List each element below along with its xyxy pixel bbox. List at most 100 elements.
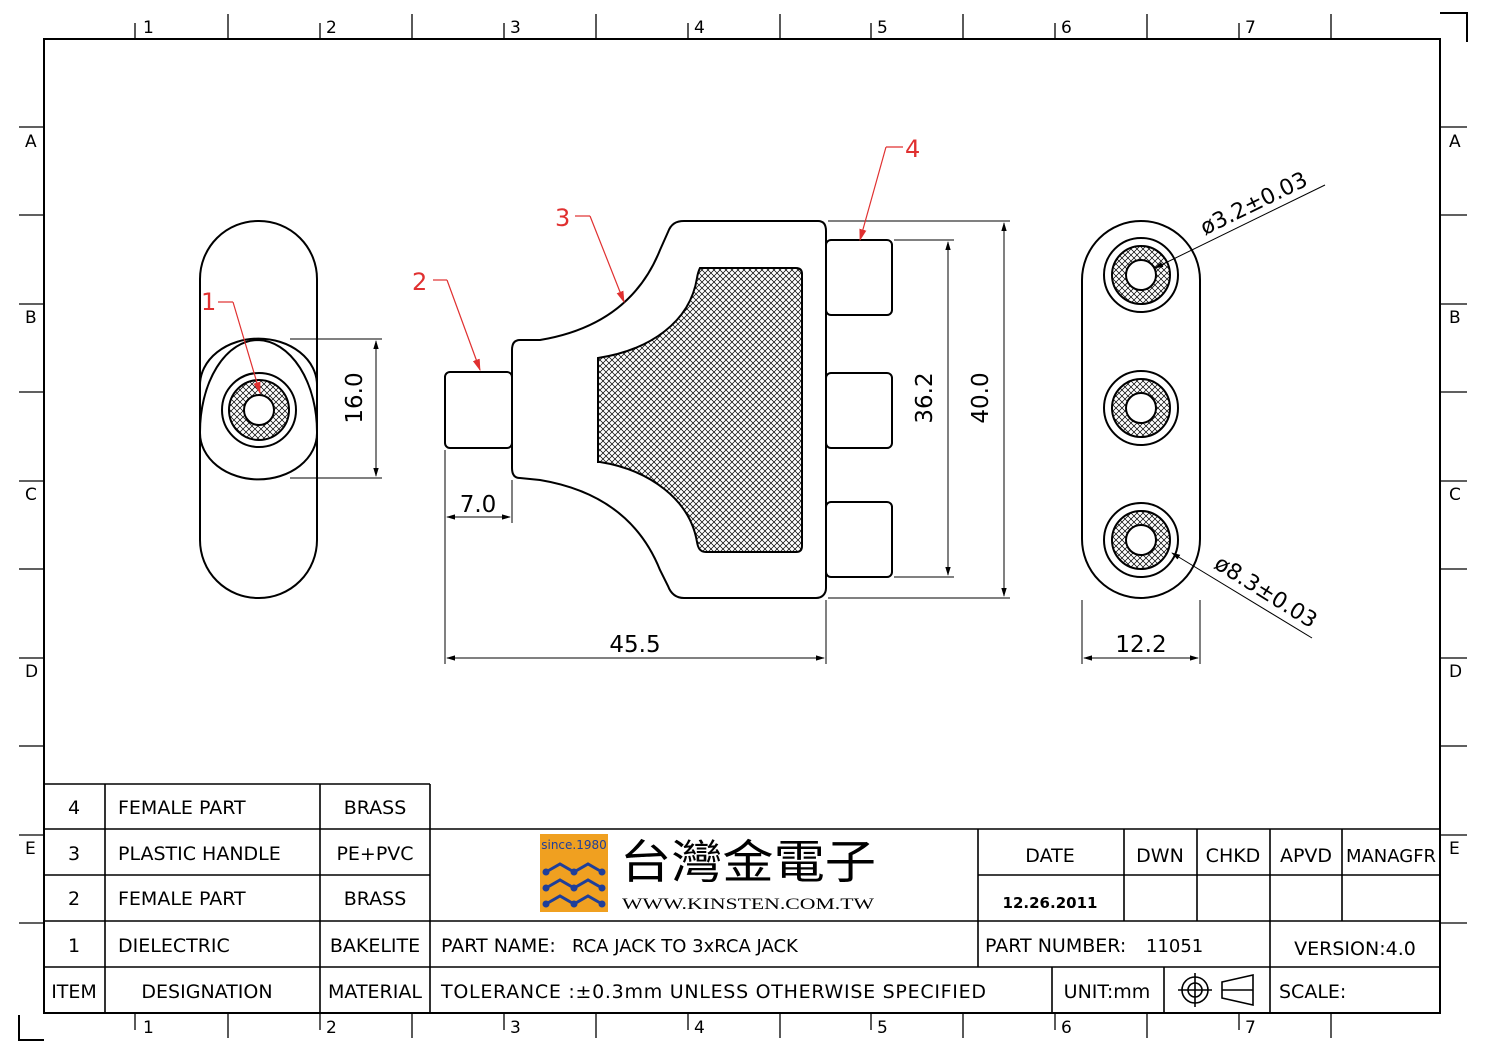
col-label-bottom-2: 2 bbox=[326, 1018, 337, 1038]
inner-border bbox=[43, 38, 1441, 1014]
bom-row-2: 2 FEMALE PART BRASS bbox=[68, 888, 406, 910]
leader-1 bbox=[218, 301, 261, 395]
col-label-bottom-5: 5 bbox=[877, 1018, 888, 1038]
col-label-bottom-4: 4 bbox=[694, 1018, 705, 1038]
scale-label: SCALE: bbox=[1279, 981, 1346, 1003]
part-number-value: 11051 bbox=[1146, 936, 1203, 957]
grip-area bbox=[597, 267, 803, 553]
corner-mark-bottom-left bbox=[18, 1015, 44, 1041]
logo-since: since.1980 bbox=[541, 838, 607, 852]
bom-row-3: 3 PLASTIC HANDLE PE+PVC bbox=[68, 843, 414, 865]
left-view-boss bbox=[198, 338, 319, 434]
balloon-1: 1 bbox=[201, 288, 216, 316]
bom-header-item: ITEM bbox=[51, 981, 97, 1003]
col-label-top-6: 6 bbox=[1061, 18, 1072, 38]
col-label-top-2: 2 bbox=[326, 18, 337, 38]
left-jack-hole bbox=[243, 394, 275, 426]
row-label-right-c: C bbox=[1449, 485, 1461, 505]
col-label-bottom-1: 1 bbox=[143, 1018, 154, 1038]
col-label-top-7: 7 bbox=[1245, 18, 1256, 38]
col-label-top-4: 4 bbox=[694, 18, 705, 38]
col-label-bottom-6: 6 bbox=[1061, 1018, 1072, 1038]
col-label-bottom-3: 3 bbox=[510, 1018, 521, 1038]
frame bbox=[18, 12, 1468, 1041]
middle-view-dims bbox=[444, 220, 1010, 664]
bom-material: BRASS bbox=[344, 888, 407, 910]
tolerance-note: TOLERANCE :±0.3mm UNLESS OTHERWISE SPECI… bbox=[440, 981, 986, 1003]
bom-item: 3 bbox=[68, 843, 80, 865]
balloon-2: 2 bbox=[412, 268, 427, 296]
title-block-lines bbox=[430, 828, 1440, 1013]
balloon-4: 4 bbox=[905, 135, 920, 163]
company-logo: since.1980 台灣金電子 WWW.KINSTEN.COM.TW bbox=[540, 834, 876, 913]
row-label-left-c: C bbox=[25, 485, 37, 505]
bom-designation: DIELECTRIC bbox=[118, 935, 230, 957]
left-view-dims bbox=[290, 338, 382, 479]
row-label-right-b: B bbox=[1449, 308, 1461, 328]
dim-right-width: 12.2 bbox=[1115, 632, 1166, 658]
row-label-left-b: B bbox=[25, 308, 37, 328]
row-label-right-e: E bbox=[1449, 839, 1460, 859]
bom-designation: FEMALE PART bbox=[118, 888, 246, 910]
row-label-left-e: E bbox=[25, 839, 36, 859]
bom-material: BAKELITE bbox=[330, 935, 420, 957]
company-website: WWW.KINSTEN.COM.TW bbox=[622, 896, 875, 913]
company-name: 台灣金電子 bbox=[620, 835, 876, 889]
zone-labels: 1 2 3 4 5 6 7 1 2 3 4 5 6 7 A B C D E A … bbox=[25, 18, 1462, 1038]
bom-row-1: 1 DIELECTRIC BAKELITE bbox=[68, 935, 420, 957]
col-label-bottom-7: 7 bbox=[1245, 1018, 1256, 1038]
dim-left-height: 16.0 bbox=[342, 372, 368, 423]
left-jack-outer bbox=[221, 372, 297, 448]
dwn-label: DWN bbox=[1136, 845, 1184, 867]
part-name-value: RCA JACK TO 3xRCA JACK bbox=[572, 936, 799, 957]
bom-table-lines bbox=[44, 783, 1440, 1013]
row-label-right-d: D bbox=[1449, 662, 1462, 682]
handle-outline bbox=[511, 220, 827, 599]
title-block: DATE DWN CHKD APVD MANAGFR 12.26.2011 PA… bbox=[440, 845, 1436, 1003]
bom-material: BRASS bbox=[344, 797, 407, 819]
bom-designation: FEMALE PART bbox=[118, 797, 246, 819]
col-label-top-5: 5 bbox=[877, 18, 888, 38]
left-view-body bbox=[199, 220, 318, 599]
bom-material: PE+PVC bbox=[336, 843, 413, 865]
bom-item: 2 bbox=[68, 888, 80, 910]
managfr-label: MANAGFR bbox=[1346, 846, 1436, 867]
col-label-top-1: 1 bbox=[143, 18, 154, 38]
output-jack-mid bbox=[825, 372, 893, 449]
zone-ticks bbox=[19, 14, 1467, 1038]
col-label-top-3: 3 bbox=[510, 18, 521, 38]
bom-header-designation: DESIGNATION bbox=[141, 981, 272, 1003]
projection-symbol-icon bbox=[1178, 973, 1254, 1007]
dim-outer-dia: ø8.3±0.03 bbox=[1210, 551, 1322, 634]
date-value: 12.26.2011 bbox=[1003, 894, 1098, 912]
dim-hole-dia: ø3.2±0.03 bbox=[1197, 168, 1312, 241]
leaders-2-3-4 bbox=[433, 146, 903, 372]
part-number-label: PART NUMBER: bbox=[985, 935, 1126, 957]
part-name-label: PART NAME: bbox=[441, 935, 556, 957]
version: VERSION:4.0 bbox=[1294, 938, 1416, 960]
output-jack-top bbox=[825, 239, 893, 316]
unit: UNIT:mm bbox=[1064, 981, 1151, 1003]
bom-item: 4 bbox=[68, 797, 80, 819]
apvd-label: APVD bbox=[1280, 845, 1332, 867]
right-view-dims bbox=[1081, 184, 1326, 664]
output-jack-bottom bbox=[825, 501, 893, 578]
bom-row-4: 4 FEMALE PART BRASS bbox=[68, 797, 406, 819]
bom-designation: PLASTIC HANDLE bbox=[118, 843, 281, 865]
input-pin bbox=[444, 371, 513, 449]
row-label-left-a: A bbox=[25, 132, 37, 152]
bom-header: ITEM DESIGNATION MATERIAL bbox=[51, 981, 422, 1003]
bom-item: 1 bbox=[68, 935, 80, 957]
right-view-body bbox=[1081, 220, 1201, 599]
right-end-view bbox=[1081, 220, 1201, 599]
date-label: DATE bbox=[1025, 845, 1074, 867]
left-end-view bbox=[198, 220, 319, 599]
dim-pin-length: 7.0 bbox=[460, 492, 497, 518]
bom-table: 4 FEMALE PART BRASS 3 PLASTIC HANDLE PE+… bbox=[51, 797, 422, 1003]
chkd-label: CHKD bbox=[1206, 845, 1261, 867]
middle-side-view bbox=[444, 220, 893, 599]
balloon-3: 3 bbox=[555, 204, 570, 232]
dim-jack-span: 36.2 bbox=[912, 372, 938, 423]
row-label-right-a: A bbox=[1449, 132, 1461, 152]
